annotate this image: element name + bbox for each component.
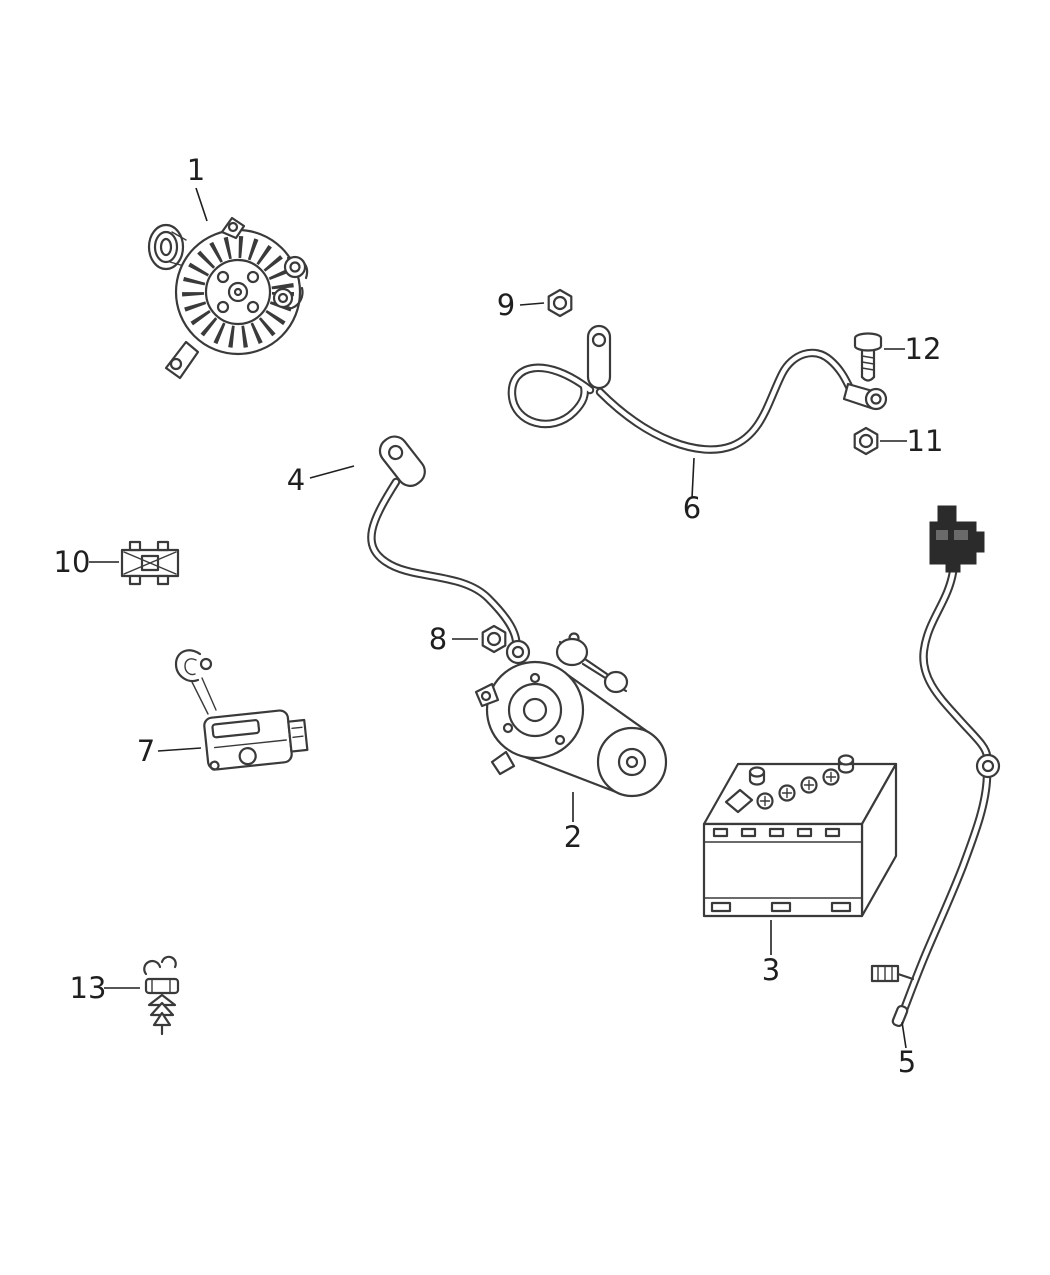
clip-base: [120, 548, 180, 578]
callout-1-leader: [195, 187, 208, 222]
cable5-end-terminal: [891, 1004, 909, 1028]
starter-motor: [474, 632, 668, 798]
retainer-clip: [120, 540, 180, 586]
starter-rear-cap: [596, 726, 668, 798]
alternator-top-lug: [220, 216, 246, 240]
cable5-ring-terminal: [975, 753, 1001, 779]
clip13-body: [144, 977, 180, 995]
hex-nut-11: [853, 426, 879, 456]
callout-9-label: 9: [497, 288, 515, 322]
callout-4: 4: [287, 463, 355, 497]
sensor-module: [203, 709, 309, 771]
ground-strap-tab: [586, 324, 612, 390]
callout-9-leader: [519, 302, 545, 306]
callout-11-label: 11: [907, 424, 944, 458]
callout-4-leader: [309, 465, 355, 479]
ground-cable-short: [367, 435, 531, 665]
callout-8-label: 8: [429, 622, 447, 656]
callout-12-label: 12: [905, 332, 942, 366]
callout-12: 12: [884, 332, 941, 366]
cable4-top-tab: [378, 435, 426, 487]
clip13-arm: [143, 959, 162, 976]
callout-2: 2: [564, 792, 582, 854]
cable5-bottom-clip: [870, 964, 915, 983]
solenoid: [555, 637, 589, 667]
alternator: [147, 216, 309, 380]
battery-sensor: [174, 649, 309, 771]
callout-2-label: 2: [564, 820, 582, 854]
callout-3-label: 3: [762, 953, 780, 987]
nut-body: [853, 426, 879, 456]
starter-front-face: [485, 660, 585, 760]
callout-7: 7: [137, 734, 202, 768]
callout-13-label: 13: [70, 971, 107, 1005]
callout-11: 11: [880, 424, 943, 458]
battery-post: [748, 754, 855, 786]
nut-body: [481, 624, 507, 654]
callout-13: 13: [70, 971, 140, 1005]
ground-strap: [507, 324, 888, 454]
cable4-ring-terminal: [505, 639, 531, 665]
callout-10: 10: [54, 545, 119, 579]
callout-5-label: 5: [898, 1045, 916, 1079]
sensor-hook: [174, 649, 202, 683]
hex-bolt: [853, 332, 883, 382]
harness-clip: [143, 955, 180, 1036]
alternator-pulley: [147, 223, 185, 271]
battery-vent-caps: [756, 768, 840, 810]
callout-6-label: 6: [683, 491, 701, 525]
callout-3: 3: [762, 920, 780, 987]
callout-1-label: 1: [187, 153, 205, 187]
callout-8: 8: [429, 622, 478, 656]
callout-10-label: 10: [54, 545, 91, 579]
alternator-mount-foot: [164, 340, 200, 380]
hex-nut-9: [547, 288, 573, 318]
callout-5-leader: [901, 1021, 907, 1049]
callout-4-label: 4: [287, 463, 305, 497]
starter-lug: [474, 682, 500, 708]
callout-6-leader: [691, 457, 695, 499]
battery-terminal-pad: [724, 788, 754, 814]
callout-7-label: 7: [137, 734, 155, 768]
callout-7-leader: [157, 747, 202, 752]
callout-6: 6: [683, 457, 701, 525]
hex-nut-8: [481, 624, 507, 654]
battery-positive-cable: [870, 505, 1001, 1028]
nut-body: [547, 288, 573, 318]
battery-front: [702, 822, 864, 918]
callout-1: 1: [187, 153, 208, 222]
callout-5: 5: [898, 1021, 916, 1079]
battery: [702, 754, 898, 918]
callout-9: 9: [497, 288, 545, 322]
cable5-fuse-connector: [929, 505, 985, 573]
